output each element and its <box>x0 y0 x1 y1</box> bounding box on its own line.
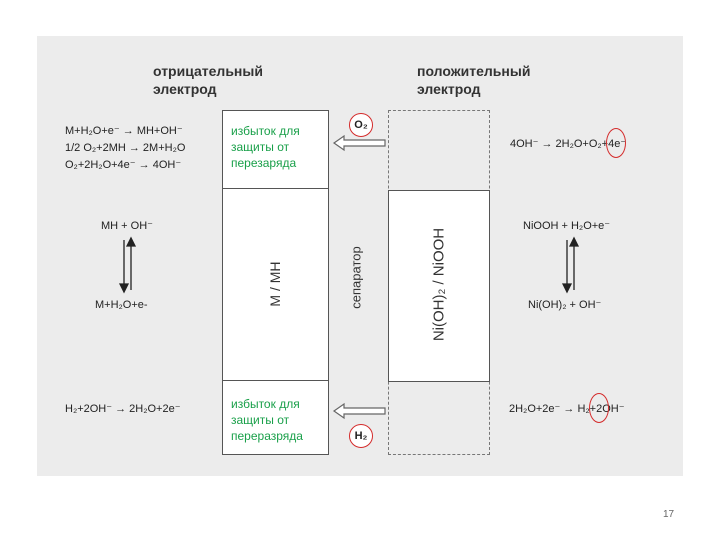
overcharge-reserve-text: избыток для защиты от перезаряда <box>231 124 300 170</box>
negative-equation-2: 1/2 O₂+2MH → 2M+H₂O <box>65 142 186 154</box>
hydrogen-badge: H₂ <box>349 424 373 448</box>
negative-electrode-divider-bottom <box>222 380 329 381</box>
oxygen-badge: O₂ <box>349 113 373 137</box>
positive-equilibrium-bottom: Ni(OH)₂ + OH⁻ <box>528 299 602 311</box>
negative-electrode-column <box>222 110 329 455</box>
negative-equilibrium-arrows <box>118 236 137 294</box>
negative-electrode-divider-top <box>222 188 329 189</box>
positive-electrode-active <box>388 190 490 382</box>
negative-equilibrium-bottom: M+H₂O+e- <box>95 299 148 311</box>
hydrogen-flow-arrow <box>332 402 386 420</box>
positive-electrode-title: положительный электрод <box>417 63 531 97</box>
negative-equation-3: O₂+2H₂O+4e⁻ → 4OH⁻ <box>65 159 182 171</box>
oxygen-flow-arrow <box>332 134 386 152</box>
negative-electrode-title: отрицательный электрод <box>153 63 263 97</box>
page-number: 17 <box>663 509 675 520</box>
hydrogen-highlight-ring <box>589 393 609 423</box>
overdischarge-reserve-text: избыток для защиты от переразряда <box>231 397 303 443</box>
diagram-panel <box>37 36 683 476</box>
positive-equilibrium-top: NiOOH + H₂O+e⁻ <box>523 220 611 232</box>
negative-equation-bottom: H₂+2OH⁻ → 2H₂O+2e⁻ <box>65 403 181 415</box>
negative-equation-1: M+H₂O+e⁻ → MH+OH⁻ <box>65 125 183 137</box>
oxygen-highlight-ring <box>606 128 626 158</box>
positive-equation-top: 4OH⁻ → 2H₂O+O₂+4e⁻ <box>510 138 627 150</box>
negative-equilibrium-top: MH + OH⁻ <box>101 220 153 232</box>
positive-equilibrium-arrows <box>561 236 580 294</box>
